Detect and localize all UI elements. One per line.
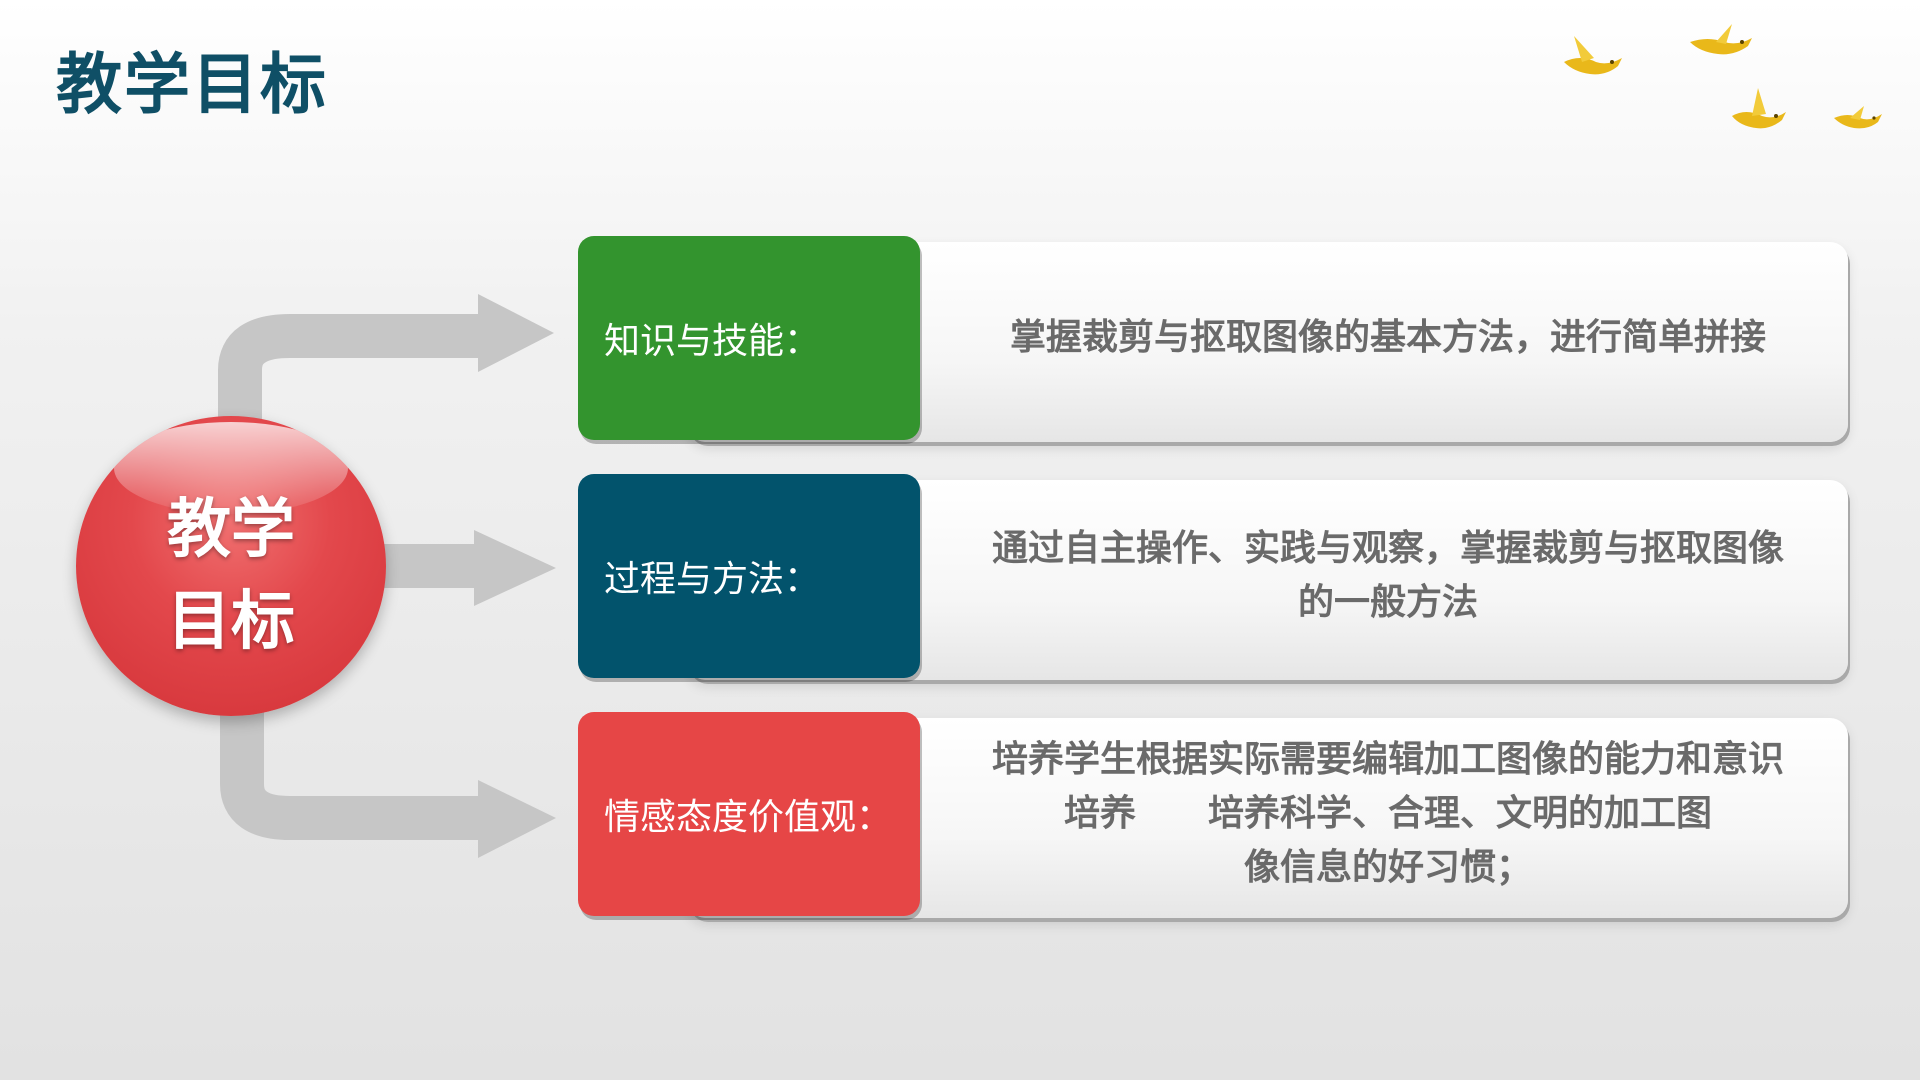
center-circle: 教学 目标 <box>76 416 386 716</box>
objective-line: 通过自主操作、实践与观察，掌握裁剪与抠取图像 <box>991 528 1784 569</box>
objective-label: 过程与方法： <box>604 559 821 600</box>
bird-icon <box>1732 88 1786 129</box>
circle-text: 教学 目标 <box>76 484 386 668</box>
objective-row-knowledge: 知识与技能： 掌握裁剪与抠取图像的基本方法，进行简单拼接 <box>578 236 1850 446</box>
objective-description: 培养学生根据实际需要编辑加工图像的能力和意识 培养 培养科学、合理、文明的加工图… <box>958 712 1818 916</box>
circle-line-2: 目标 <box>167 585 295 659</box>
objective-description: 掌握裁剪与抠取图像的基本方法，进行简单拼接 <box>958 236 1818 440</box>
objective-row-process: 过程与方法： 通过自主操作、实践与观察，掌握裁剪与抠取图像 的一般方法 <box>578 474 1850 684</box>
objective-label: 情感态度价值观： <box>604 797 893 838</box>
bird-icon <box>1690 24 1752 55</box>
bird-icon <box>1564 36 1622 75</box>
objective-row-emotion: 情感态度价值观： 培养学生根据实际需要编辑加工图像的能力和意识 培养 培养科学、… <box>578 712 1850 922</box>
objective-label-box: 知识与技能： <box>578 236 920 440</box>
objective-line: 的一般方法 <box>1297 582 1478 623</box>
bird-icon <box>1834 106 1882 129</box>
circle-gloss <box>114 422 348 514</box>
objective-description: 通过自主操作、实践与观察，掌握裁剪与抠取图像 的一般方法 <box>958 474 1818 678</box>
arrow-head <box>478 294 554 372</box>
arrow-head <box>474 530 556 606</box>
arrow-head <box>478 780 556 858</box>
circle-line-1: 教学 <box>167 493 295 567</box>
objective-line: 培养 培养科学、合理、文明的加工图 <box>1063 793 1712 834</box>
objective-label: 知识与技能： <box>604 321 821 362</box>
slide-title: 教学目标 <box>56 46 328 123</box>
objective-label-box: 情感态度价值观： <box>578 712 920 916</box>
objective-line: 像信息的好习惯； <box>1243 847 1532 888</box>
objective-line: 培养学生根据实际需要编辑加工图像的能力和意识 <box>991 739 1784 780</box>
objective-label-box: 过程与方法： <box>578 474 920 678</box>
objective-line: 掌握裁剪与抠取图像的基本方法，进行简单拼接 <box>1009 317 1766 358</box>
